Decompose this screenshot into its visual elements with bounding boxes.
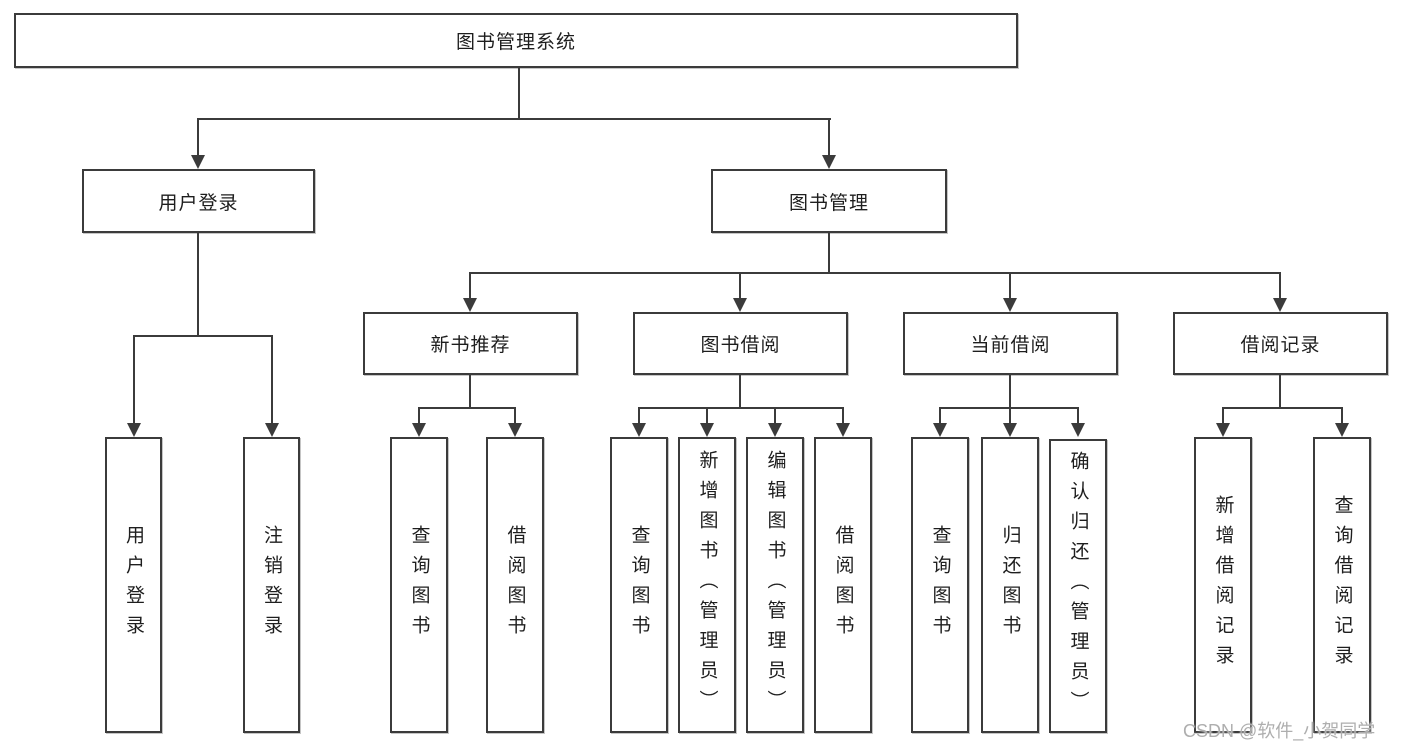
arrow-down-icon [463,298,477,312]
arrow-down-icon [265,423,279,437]
node-borrowing-records: 借阅记录 [1173,312,1388,375]
node-book-borrowing: 图书借阅 [633,312,848,375]
connector-line [1077,407,1079,423]
node-root: 图书管理系统 [14,13,1018,68]
leaf-edit-book-admin-label: 编辑图书（管理员） [764,450,786,720]
leaf-query-books-borrowing-label: 查询图书 [628,525,650,645]
connector-line [1222,407,1224,423]
arrow-down-icon [508,423,522,437]
node-new-book-recommend: 新书推荐 [363,312,578,375]
node-borrowing-records-label: 借阅记录 [1240,335,1321,356]
leaf-add-book-admin-label: 新增图书（管理员） [696,450,718,720]
arrow-down-icon [1335,423,1349,437]
leaf-return-book-label: 归还图书 [999,525,1021,645]
node-user-login: 用户登录 [82,169,315,233]
connector-line [739,272,741,298]
connector-line [1009,272,1011,298]
leaf-query-books-borrowing: 查询图书 [610,437,668,733]
node-root-label: 图书管理系统 [455,32,576,53]
arrow-down-icon [1216,423,1230,437]
connector-line [1009,407,1011,423]
leaf-add-borrow-record-label: 新增借阅记录 [1212,495,1234,675]
connector-line [197,118,199,156]
node-user-login-label: 用户登录 [158,192,239,214]
leaf-borrow-books-recommend-label: 借阅图书 [504,525,526,645]
connector-line [739,375,741,407]
node-current-borrowing: 当前借阅 [903,312,1118,375]
connector-line [197,233,199,335]
leaf-logout: 注销登录 [243,437,300,733]
node-book-management: 图书管理 [711,169,947,233]
connector-line [469,272,471,298]
leaf-user-login: 用户登录 [105,437,162,733]
leaf-query-books-recommend-label: 查询图书 [408,525,430,645]
connector-line [514,407,516,423]
leaf-add-book-admin: 新增图书（管理员） [678,437,736,733]
arrow-down-icon [191,155,205,169]
csdn-watermark: CSDN @软件_小贺同学 [1183,721,1376,741]
connector-line [706,407,708,423]
arrow-down-icon [933,423,947,437]
connector-line [1009,375,1011,407]
leaf-add-borrow-record: 新增借阅记录 [1194,437,1252,733]
arrow-down-icon [1071,423,1085,437]
arrow-down-icon [822,155,836,169]
node-new-book-recommend-label: 新书推荐 [430,335,511,356]
connector-line [469,375,471,407]
node-book-management-label: 图书管理 [788,192,869,214]
leaf-query-borrow-record-label: 查询借阅记录 [1331,495,1353,675]
connector-line [418,407,516,409]
connector-line [1341,407,1343,423]
arrow-down-icon [733,298,747,312]
connector-line [518,68,520,118]
arrow-down-icon [836,423,850,437]
leaf-query-books-recommend: 查询图书 [390,437,448,733]
leaf-query-books-current: 查询图书 [911,437,969,733]
arrow-down-icon [632,423,646,437]
leaf-query-borrow-record: 查询借阅记录 [1313,437,1371,733]
leaf-confirm-return-admin-label: 确认归还（管理员） [1067,451,1089,721]
connector-line [939,407,941,423]
connector-line [1222,407,1342,409]
arrow-down-icon [768,423,782,437]
arrow-down-icon [1003,298,1017,312]
leaf-logout-label: 注销登录 [261,525,282,645]
connector-line [842,407,844,423]
connector-line [418,407,420,423]
arrow-down-icon [700,423,714,437]
arrow-down-icon [1273,298,1287,312]
node-current-borrowing-label: 当前借阅 [970,335,1051,356]
connector-line [828,233,830,272]
connector-line [133,335,135,423]
leaf-confirm-return-admin: 确认归还（管理员） [1049,439,1107,733]
connector-line [469,272,1281,274]
leaf-user-login-label: 用户登录 [123,525,144,645]
arrow-down-icon [1003,423,1017,437]
leaf-borrow-books-borrowing: 借阅图书 [814,437,872,733]
leaf-query-books-current-label: 查询图书 [929,525,951,645]
connector-line [828,118,830,156]
connector-line [1279,375,1281,407]
node-book-borrowing-label: 图书借阅 [700,335,781,356]
leaf-edit-book-admin: 编辑图书（管理员） [746,437,804,733]
connector-line [638,407,640,423]
connector-line [133,335,273,337]
connector-line [197,118,831,120]
arrow-down-icon [412,423,426,437]
connector-line [271,335,273,423]
arrow-down-icon [127,423,141,437]
leaf-borrow-books-recommend: 借阅图书 [486,437,544,733]
leaf-borrow-books-borrowing-label: 借阅图书 [832,525,854,645]
connector-line [638,407,844,409]
leaf-return-book: 归还图书 [981,437,1039,733]
connector-line [1279,272,1281,298]
connector-line [774,407,776,423]
